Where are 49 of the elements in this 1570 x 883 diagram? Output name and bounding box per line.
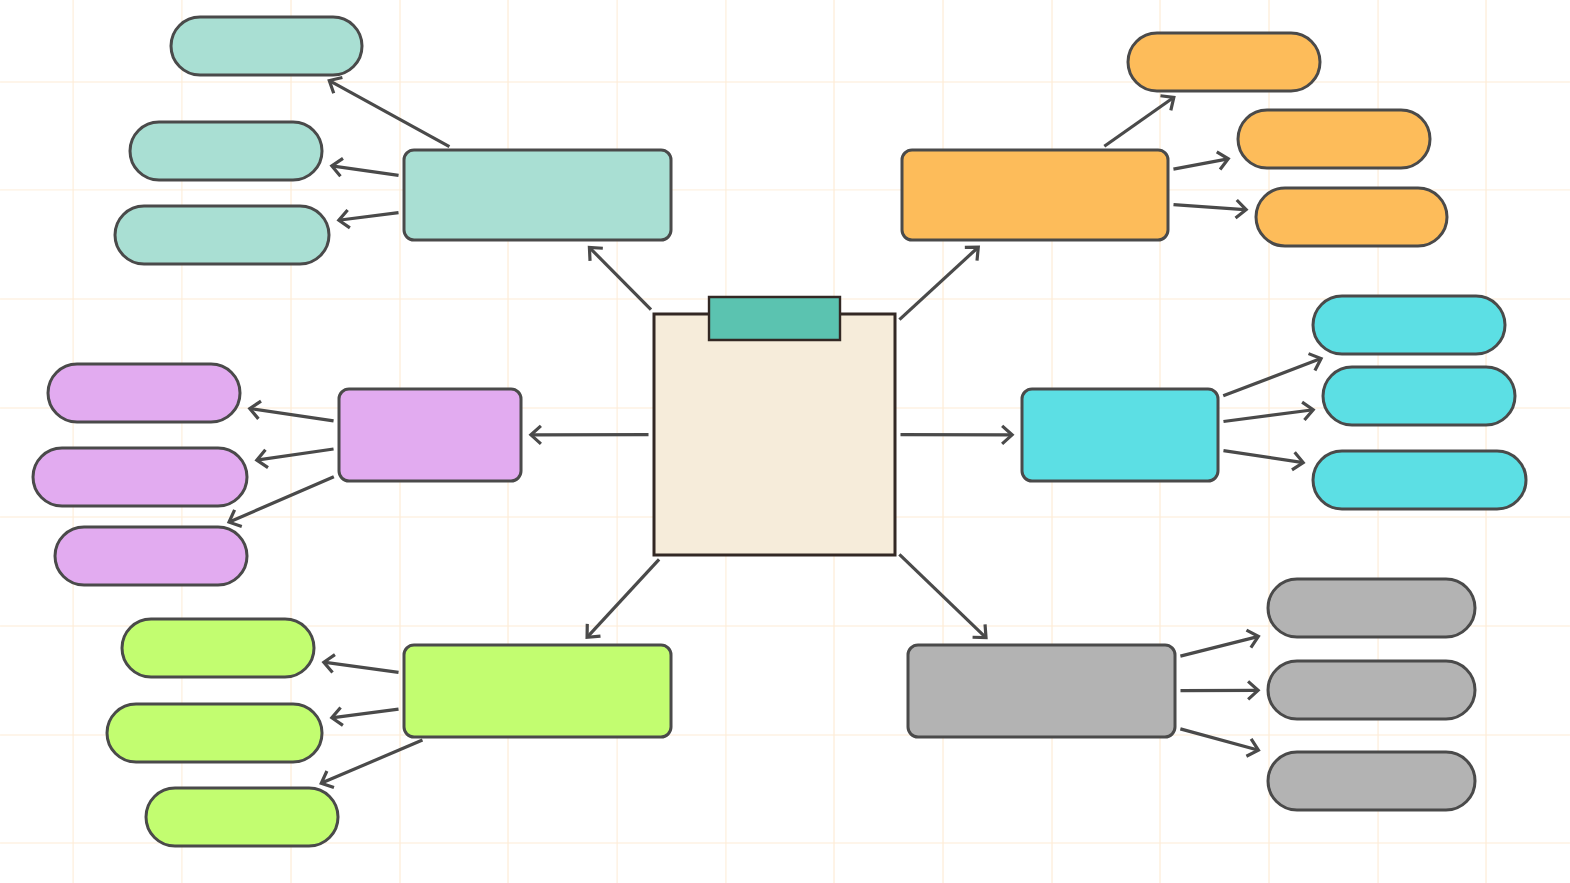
pill-box [169, 15, 364, 77]
arrow [585, 558, 661, 640]
arrow [336, 208, 399, 230]
arrow [898, 245, 981, 321]
pill-box [105, 702, 324, 764]
pill-box [1311, 294, 1507, 356]
arrow [1223, 400, 1316, 424]
pill-box [1266, 659, 1477, 721]
arrow [900, 424, 1015, 446]
arrow [321, 653, 399, 674]
pill-box [128, 120, 324, 182]
arrow [528, 424, 649, 446]
arrow [329, 706, 399, 727]
pill-box [144, 786, 340, 848]
arrow [1180, 680, 1261, 701]
arrow [898, 553, 988, 640]
arrow [1173, 198, 1249, 220]
pill-box [1321, 365, 1517, 427]
arrow [1223, 448, 1306, 472]
pill-box [1266, 750, 1477, 812]
pill-box [1254, 186, 1449, 248]
arrow [1179, 727, 1261, 758]
rounded-box [900, 148, 1170, 242]
pill-box [46, 362, 242, 424]
arrow [587, 245, 653, 311]
pill-box [1236, 108, 1432, 170]
note-card [652, 295, 897, 557]
arrow [226, 475, 335, 528]
rounded-box [1020, 387, 1220, 483]
pill-box [113, 204, 331, 266]
rounded-box [906, 643, 1177, 739]
rounded-box [337, 387, 523, 483]
pill-box [31, 446, 249, 508]
pill-box [1311, 449, 1528, 511]
arrow [329, 157, 399, 178]
arrow [254, 447, 334, 469]
rounded-box [402, 148, 673, 242]
arrow [1103, 94, 1176, 148]
arrow [1222, 352, 1324, 398]
arrow [1173, 150, 1231, 171]
arrow [247, 399, 334, 423]
arrow [1180, 628, 1261, 658]
pill-box [1266, 577, 1477, 639]
pill-box [120, 617, 316, 679]
pill-box [1126, 31, 1322, 93]
pill-box [53, 525, 249, 587]
arrow [319, 738, 424, 790]
rounded-box [402, 643, 673, 739]
arrow [327, 75, 451, 148]
